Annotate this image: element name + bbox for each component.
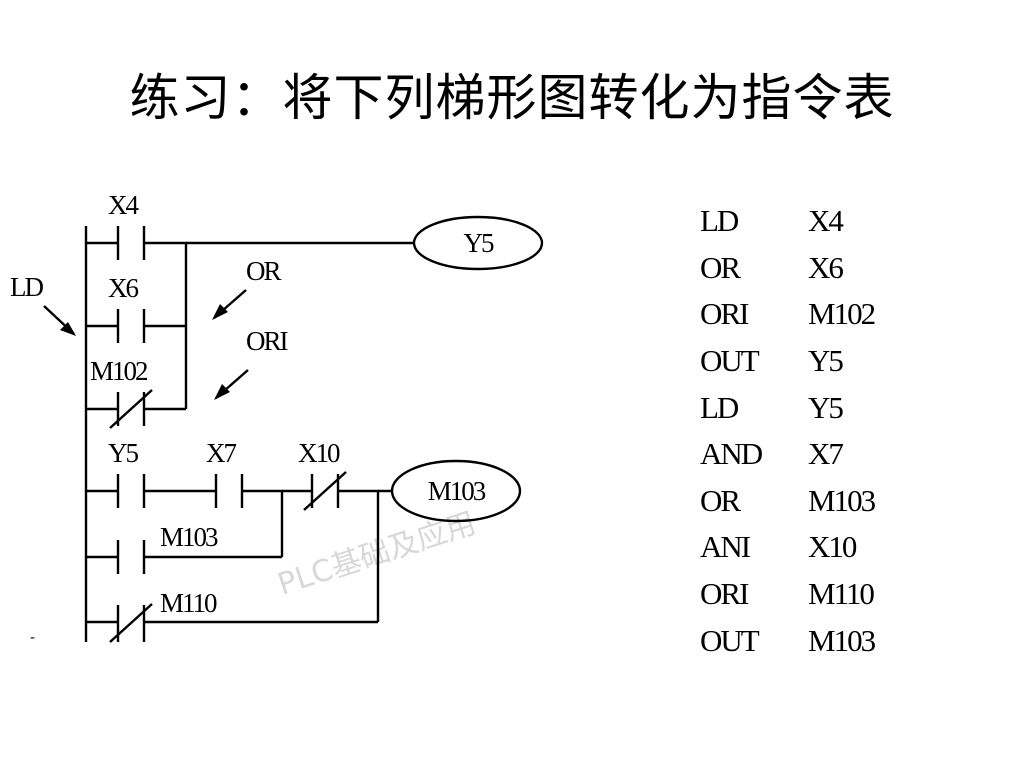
annotation-ld: LD [10, 272, 43, 302]
contact-x4 [86, 226, 414, 260]
label-x10: X10 [298, 438, 340, 468]
ladder-diagram: PLC基础及应用 [0, 180, 600, 650]
contact-m103 [86, 491, 284, 574]
ladder-diagram-svg: PLC基础及应用 [10, 190, 544, 643]
instruction-row: AND X7 [700, 431, 940, 478]
footer-mark: - [30, 630, 36, 646]
instruction-op: ORI [700, 576, 749, 612]
label-m103: M103 [160, 522, 218, 552]
instruction-row: OUT Y5 [700, 338, 940, 385]
annotation-ori: ORI [246, 326, 289, 356]
page-title: 练习：将下列梯形图转化为指令表 [129, 69, 895, 127]
contact-x6 [86, 309, 186, 343]
label-x4: X4 [108, 190, 139, 220]
instruction-op: ORI [700, 296, 749, 332]
instruction-operand: X4 [808, 203, 844, 239]
label-m102: M102 [90, 356, 148, 386]
coil-label-m103: M103 [428, 476, 486, 506]
ori-arrowhead [214, 384, 230, 400]
coil-m103 [390, 459, 522, 523]
label-x6: X6 [108, 273, 138, 303]
contact-x7 [214, 474, 312, 508]
label-m110: M110 [160, 588, 217, 618]
instruction-op: AND [700, 436, 763, 472]
instruction-list: LD X4 OR X6 ORI M102 OUT Y5 LD Y5 AND X7 OR M10… [700, 198, 940, 664]
instruction-row: ANI X10 [700, 524, 940, 571]
instruction-op: OR [700, 249, 741, 285]
instruction-row: OR M103 [700, 478, 940, 525]
label-x7: X7 [206, 438, 236, 468]
instruction-op: OUT [700, 622, 760, 658]
instruction-operand: M103 [808, 482, 876, 518]
instruction-op: OUT [700, 343, 760, 379]
or-arrowhead [212, 304, 228, 320]
instruction-operand: M110 [808, 576, 875, 612]
instruction-row: ORI M102 [700, 291, 940, 338]
contact-y5 [86, 474, 216, 508]
instruction-row: LD Y5 [700, 384, 940, 431]
instruction-op: ANI [700, 529, 751, 565]
contact-m110 [86, 491, 380, 643]
instruction-row: OR X6 [700, 245, 940, 292]
instruction-operand: Y5 [808, 343, 844, 379]
instruction-row: OUT M103 [700, 617, 940, 664]
annotation-or: OR [246, 256, 281, 286]
instruction-op: OR [700, 482, 741, 518]
instruction-row: ORI M110 [700, 571, 940, 618]
instruction-operand: X10 [808, 529, 857, 565]
ld-arrowhead [60, 322, 76, 336]
contact-m102 [86, 389, 186, 429]
contact-x10 [303, 471, 392, 511]
coil-y5 [412, 215, 544, 271]
instruction-operand: M103 [808, 622, 876, 658]
label-y5: Y5 [108, 438, 138, 468]
instruction-op: LD [700, 389, 739, 425]
instruction-operand: M102 [808, 296, 876, 332]
instruction-operand: X6 [808, 249, 844, 285]
coil-label-y5: Y5 [464, 228, 494, 258]
instruction-operand: X7 [808, 436, 844, 472]
instruction-op: LD [700, 203, 739, 239]
instruction-row: LD X4 [700, 198, 940, 245]
instruction-operand: Y5 [808, 389, 844, 425]
